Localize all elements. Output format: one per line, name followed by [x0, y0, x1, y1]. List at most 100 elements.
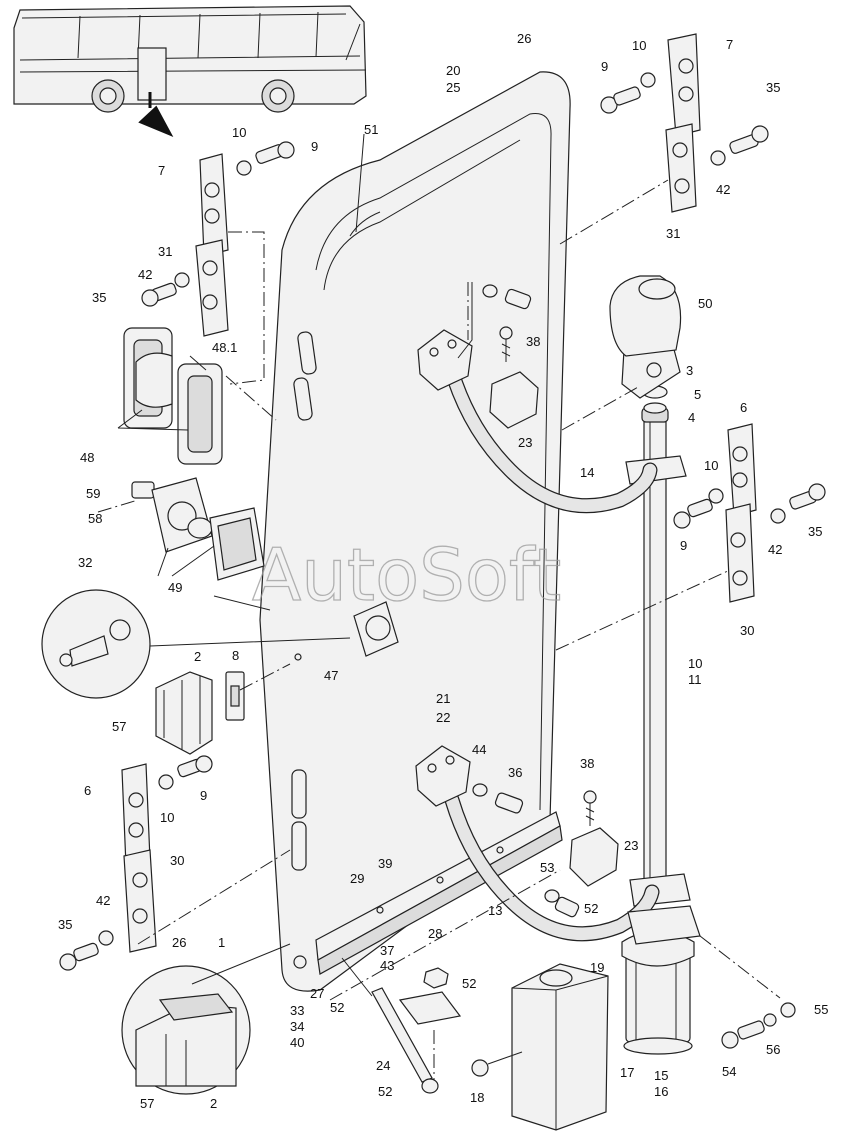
label-7: 7 [726, 37, 733, 52]
label-36: 36 [508, 765, 522, 780]
rotary-valve-47 [353, 601, 399, 657]
label-8: 8 [232, 648, 239, 663]
label-52: 52 [462, 976, 476, 991]
label-6: 6 [84, 783, 91, 798]
label-42: 42 [96, 893, 110, 908]
label-10: 10 [160, 810, 174, 825]
label-9: 9 [601, 59, 608, 74]
label-17: 17 [620, 1065, 634, 1080]
callout-labels: 26 20 25 51 10 7 9 35 42 31 10 9 7 31 42… [58, 31, 828, 1111]
label-42: 42 [138, 267, 152, 282]
label-35: 35 [58, 917, 72, 932]
label-10: 10 [632, 38, 646, 53]
label-23: 23 [624, 838, 638, 853]
label-29: 29 [350, 871, 364, 886]
label-26: 26 [517, 31, 531, 46]
detail-circle-32 [41, 589, 151, 699]
label-10: 10 [688, 656, 702, 671]
hinge-right-mid [673, 423, 826, 603]
air-tank [511, 963, 609, 1131]
label-31: 31 [666, 226, 680, 241]
gas-strut [341, 957, 439, 1094]
nut-plate [398, 967, 462, 1080]
label-52: 52 [584, 901, 598, 916]
label-48-1: 48.1 [212, 340, 237, 355]
label-33: 33 [290, 1003, 304, 1018]
label-22: 22 [436, 710, 450, 725]
label-13: 13 [488, 903, 502, 918]
hinge-left-low [59, 755, 213, 971]
bus-thumbnail [13, 5, 367, 137]
screw-18 [471, 1051, 523, 1077]
label-47: 47 [324, 668, 338, 683]
label-43: 43 [380, 958, 394, 973]
label-37: 37 [380, 943, 394, 958]
striker-8 [225, 671, 245, 721]
label-35: 35 [766, 80, 780, 95]
label-7: 7 [158, 163, 165, 178]
label-10: 10 [704, 458, 718, 473]
vertical-shaft [625, 385, 691, 907]
label-6: 6 [740, 400, 747, 415]
seal-strip [315, 811, 563, 975]
label-42: 42 [716, 182, 730, 197]
label-14: 14 [580, 465, 594, 480]
label-20: 20 [446, 63, 460, 78]
screw-38-lower [583, 790, 597, 826]
label-42: 42 [768, 542, 782, 557]
label-2: 2 [194, 649, 201, 664]
label-3: 3 [686, 363, 693, 378]
label-38: 38 [580, 756, 594, 771]
label-39: 39 [378, 856, 392, 871]
hinge-left-top [141, 141, 295, 337]
label-44: 44 [472, 742, 486, 757]
upper-bracket [609, 275, 682, 399]
bolt-upper-door [457, 282, 532, 359]
handle-48 [123, 327, 223, 465]
label-51: 51 [364, 122, 378, 137]
stopper-lower [569, 827, 619, 887]
label-49: 49 [168, 580, 182, 595]
lock-assembly [131, 477, 265, 581]
label-52: 52 [330, 1000, 344, 1015]
watermark: AutoSoft [252, 533, 561, 617]
label-56: 56 [766, 1042, 780, 1057]
label-30: 30 [170, 853, 184, 868]
upper-pipe [417, 329, 658, 514]
leader-lines [97, 133, 781, 1001]
label-19: 19 [590, 960, 604, 975]
profile-57 [155, 671, 213, 755]
label-31: 31 [158, 244, 172, 259]
label-1: 1 [218, 935, 225, 950]
label-34: 34 [290, 1019, 304, 1034]
label-15: 15 [654, 1068, 668, 1083]
label-53: 53 [540, 860, 554, 875]
label-5: 5 [694, 387, 701, 402]
label-52: 52 [378, 1084, 392, 1099]
fitting-53 [544, 889, 580, 918]
bolt-54 [721, 1002, 796, 1049]
label-35: 35 [92, 290, 106, 305]
label-27: 27 [310, 986, 324, 1001]
label-54: 54 [722, 1064, 736, 1079]
label-59: 59 [86, 486, 100, 501]
label-16: 16 [654, 1084, 668, 1099]
label-50: 50 [698, 296, 712, 311]
label-58: 58 [88, 511, 102, 526]
label-4: 4 [688, 410, 695, 425]
label-9: 9 [680, 538, 687, 553]
label-28: 28 [428, 926, 442, 941]
label-38: 38 [526, 334, 540, 349]
label-57: 57 [112, 719, 126, 734]
label-24: 24 [376, 1058, 390, 1073]
label-11: 11 [688, 672, 702, 687]
pneumatic-cylinder [621, 905, 701, 1055]
label-2: 2 [210, 1096, 217, 1111]
hinge-right-top [600, 33, 769, 213]
label-9: 9 [200, 788, 207, 803]
label-55: 55 [814, 1002, 828, 1017]
label-21: 21 [436, 691, 450, 706]
label-57: 57 [140, 1096, 154, 1111]
stopper-upper [489, 371, 539, 429]
